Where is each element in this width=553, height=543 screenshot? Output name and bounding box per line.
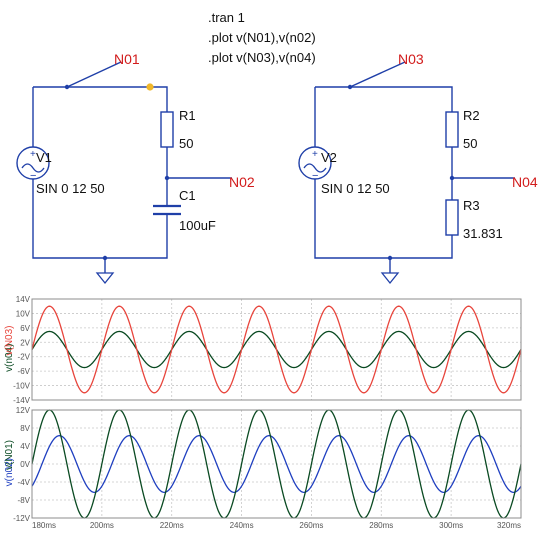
junction-dot bbox=[347, 84, 353, 90]
series-line-vn01[interactable] bbox=[31, 409, 522, 519]
y-tick-label: -8V bbox=[18, 496, 31, 505]
left-circuit: + − V1 SIN 0 12 50 R1 50 C1 100uF N01 N0… bbox=[16, 51, 255, 285]
junction-dot bbox=[64, 84, 70, 90]
y-tick-label: 0V bbox=[20, 460, 30, 469]
c1-name: C1 bbox=[179, 188, 196, 203]
x-tick-label: 200ms bbox=[90, 521, 114, 530]
directive-plot-2[interactable]: .plot v(N03),v(n04) bbox=[208, 50, 316, 65]
y-tick-label: 12V bbox=[16, 406, 31, 415]
c1-value: 100uF bbox=[179, 218, 216, 233]
svg-text:−: − bbox=[312, 170, 318, 182]
x-tick-label: 260ms bbox=[299, 521, 323, 530]
v2-value: SIN 0 12 50 bbox=[321, 181, 390, 196]
r2-value: 50 bbox=[463, 136, 477, 151]
v2-source[interactable]: + − bbox=[298, 146, 332, 182]
x-tick-label: 300ms bbox=[439, 521, 463, 530]
v2-name: V2 bbox=[321, 150, 337, 165]
x-tick-label: 240ms bbox=[230, 521, 254, 530]
y-tick-label: -14V bbox=[13, 396, 31, 405]
junction-dot bbox=[164, 175, 170, 181]
plot-frame bbox=[31, 298, 522, 401]
y-tick-label: -10V bbox=[13, 382, 31, 391]
r2-resistor[interactable] bbox=[445, 111, 459, 148]
legend-label[interactable]: v(n04) bbox=[4, 344, 15, 372]
r1-value: 50 bbox=[179, 136, 193, 151]
spice-directives: .tran 1 .plot v(N01),v(n02) .plot v(N03)… bbox=[208, 10, 316, 65]
svg-text:−: − bbox=[30, 170, 36, 182]
y-tick-label: 8V bbox=[20, 424, 30, 433]
x-tick-label: 180ms bbox=[32, 521, 56, 530]
directive-plot-1[interactable]: .plot v(N01),v(n02) bbox=[208, 30, 316, 45]
plot-frame bbox=[31, 409, 522, 519]
left-wires[interactable] bbox=[32, 61, 232, 273]
junction-dot bbox=[102, 255, 108, 261]
directive-tran[interactable]: .tran 1 bbox=[208, 10, 245, 25]
x-tick-label: 320ms bbox=[497, 521, 521, 530]
v1-value: SIN 0 12 50 bbox=[36, 181, 105, 196]
y-tick-label: 14V bbox=[16, 295, 31, 304]
right-wires[interactable] bbox=[314, 61, 515, 273]
v1-name: V1 bbox=[36, 150, 52, 165]
net-label-n04[interactable]: N04 bbox=[512, 174, 538, 190]
y-tick-label: -6V bbox=[18, 367, 31, 376]
net-label-n02[interactable]: N02 bbox=[229, 174, 255, 190]
waveform-pane-bottom[interactable]: 12V 8V 4V 0V -4V -8V -12V v(n02)v(N01) 180ms 200m… bbox=[4, 406, 522, 530]
r3-name: R3 bbox=[463, 198, 480, 213]
y-tick-label: -4V bbox=[18, 478, 31, 487]
junction-dot bbox=[449, 175, 455, 181]
r2-name: R2 bbox=[463, 108, 480, 123]
series-line-vn03[interactable] bbox=[31, 305, 522, 394]
v1-source[interactable]: + − bbox=[16, 146, 50, 182]
y-tick-label: -12V bbox=[13, 514, 31, 523]
waveform-pane-top[interactable]: 14V 10V 6V 2V -2V -6V -10V -14V v(n04)v(N03) bbox=[4, 295, 522, 405]
y-tick-label: 6V bbox=[20, 324, 30, 333]
svg-text:+: + bbox=[30, 149, 36, 160]
net-label-n01[interactable]: N01 bbox=[114, 51, 140, 67]
svg-text:+: + bbox=[312, 149, 318, 160]
legend-label[interactable]: v(n02) bbox=[4, 458, 15, 486]
r1-resistor[interactable] bbox=[160, 111, 174, 148]
y-tick-label: -2V bbox=[18, 353, 31, 362]
r1-name: R1 bbox=[179, 108, 196, 123]
legend-label[interactable]: v(N01) bbox=[4, 440, 15, 470]
ground-icon[interactable] bbox=[95, 272, 115, 285]
y-tick-label: 4V bbox=[20, 442, 30, 451]
c1-capacitor[interactable] bbox=[153, 204, 181, 216]
r3-resistor[interactable] bbox=[445, 199, 459, 236]
legend-label[interactable]: v(N03) bbox=[4, 325, 15, 355]
junction-highlight bbox=[146, 83, 154, 91]
ground-icon[interactable] bbox=[380, 272, 400, 285]
net-label-n03[interactable]: N03 bbox=[398, 51, 424, 67]
y-tick-label: 2V bbox=[20, 338, 30, 347]
right-circuit: + − V2 SIN 0 12 50 R2 50 R3 31.831 N03 N… bbox=[298, 51, 538, 285]
x-tick-label: 220ms bbox=[160, 521, 184, 530]
y-tick-label: 10V bbox=[16, 309, 31, 318]
r3-value: 31.831 bbox=[463, 226, 503, 241]
series-line-vn02[interactable] bbox=[31, 435, 522, 493]
junction-dot bbox=[387, 255, 393, 261]
x-tick-label: 280ms bbox=[369, 521, 393, 530]
